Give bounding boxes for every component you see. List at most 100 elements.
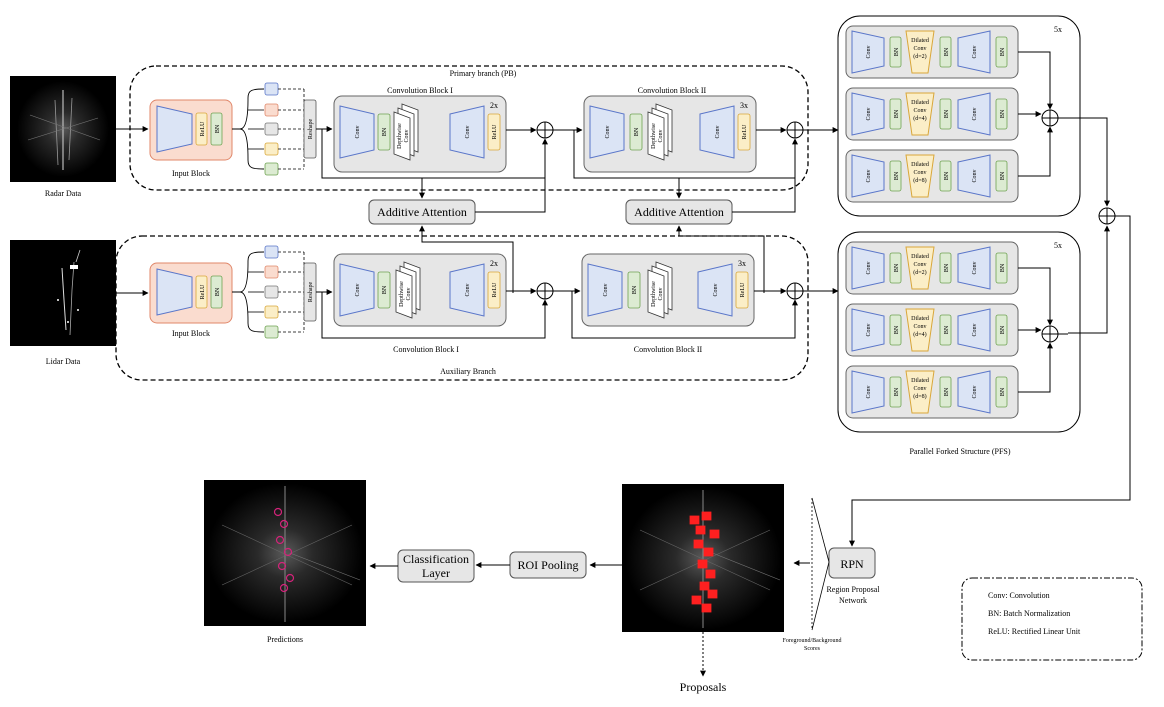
svg-text:Conv: Conv: [605, 125, 611, 138]
svg-text:Conv: Conv: [913, 386, 926, 392]
svg-text:Conv: Conv: [972, 107, 978, 120]
svg-text:Conv: Conv: [658, 129, 664, 142]
lidar-data-label: Lidar Data: [46, 357, 81, 366]
pb-conv-block-2-label: Convolution Block II: [638, 86, 707, 95]
svg-text:Depthwise: Depthwise: [399, 281, 405, 307]
svg-text:Dilated: Dilated: [911, 378, 929, 384]
svg-text:BN: BN: [632, 285, 638, 294]
pb-feature-tokens: Reshape: [248, 82, 317, 176]
ab-conv-block-1-label: Convolution Block I: [393, 345, 459, 354]
legend: Conv: Convolution BN: Batch Normalizatio…: [961, 577, 1143, 661]
radar-data-label: Radar Data: [45, 189, 82, 198]
roi-pooling-box: ROI Pooling: [509, 551, 587, 579]
ab-feature-tokens: Reshape: [248, 245, 317, 339]
svg-text:ROI Pooling: ROI Pooling: [517, 558, 578, 572]
ab-input-block: ReLU BN: [149, 262, 233, 324]
sum-node-icon: [536, 282, 554, 300]
svg-text:BN: BN: [944, 109, 950, 118]
svg-text:Conv: Conv: [972, 261, 978, 274]
svg-text:BN: BN: [215, 124, 221, 133]
pb-conv-block-1-label: Convolution Block I: [387, 86, 453, 95]
pfs-repeat-5x: 5x: [1054, 241, 1062, 250]
svg-text:BN: BN: [894, 47, 900, 56]
additive-attention-2: Additive Attention: [625, 199, 733, 225]
svg-text:Depthwise: Depthwise: [397, 123, 403, 149]
svg-text:BN: BN: [1000, 109, 1006, 118]
svg-text:Conv: Conv: [603, 283, 609, 296]
svg-text:Conv: Conv: [713, 283, 719, 296]
svg-text:BN: BN: [1000, 47, 1006, 56]
svg-text:Conv: Conv: [866, 107, 872, 120]
svg-text:(d=2): (d=2): [913, 269, 926, 276]
svg-text:BN: BN: [1000, 263, 1006, 272]
ab-conv-block-2: Conv BN Depthwise Conv Conv ReLU: [581, 253, 755, 327]
rpn-box: RPN: [828, 547, 876, 579]
predictions-image: [204, 480, 366, 626]
ab-conv-block-1: Conv BN Depthwise Conv Conv ReLU: [333, 253, 507, 327]
svg-text:BN: BN: [894, 325, 900, 334]
fg-bg-line1: Foreground/Background: [783, 638, 842, 644]
svg-text:Depthwise: Depthwise: [651, 281, 657, 307]
svg-text:Conv: Conv: [972, 169, 978, 182]
svg-text:Conv: Conv: [866, 45, 872, 58]
lidar-data-image: [10, 240, 116, 346]
pb-repeat-3x: 3x: [740, 101, 748, 110]
svg-text:Conv: Conv: [913, 108, 926, 114]
svg-text:Conv: Conv: [913, 324, 926, 330]
svg-text:BN: BN: [894, 387, 900, 396]
svg-text:BN: BN: [1000, 387, 1006, 396]
svg-text:(d=8): (d=8): [913, 393, 926, 400]
svg-text:(d=4): (d=4): [913, 115, 926, 122]
svg-text:Additive Attention: Additive Attention: [634, 205, 724, 219]
proposals-label: Proposals: [680, 680, 727, 694]
primary-branch-label: Primary branch (PB): [450, 69, 517, 78]
svg-text:Conv: Conv: [972, 385, 978, 398]
svg-text:Depthwise: Depthwise: [651, 123, 657, 149]
svg-text:Classification: Classification: [403, 552, 469, 566]
svg-text:BN: BN: [894, 171, 900, 180]
svg-text:Conv: Conv: [972, 323, 978, 336]
svg-text:Additive Attention: Additive Attention: [377, 205, 467, 219]
svg-text:BN: BN: [894, 109, 900, 118]
pb-conv-block-2: Conv BN Depthwise Conv Conv ReLU: [583, 95, 757, 173]
svg-text:Conv: Conv: [465, 283, 471, 296]
svg-text:(d=8): (d=8): [913, 177, 926, 184]
classification-layer-box: Classification Layer: [397, 549, 475, 583]
rpn-full-line2: Network: [839, 596, 867, 605]
fg-bg-line2: Scores: [804, 646, 821, 652]
sum-node-icon: [786, 121, 804, 139]
pb-repeat-2x: 2x: [490, 101, 498, 110]
svg-text:BN: BN: [215, 287, 221, 296]
pb-brace: [232, 98, 249, 160]
rpn-full-line1: Region Proposal: [826, 585, 880, 594]
svg-text:BN: BN: [944, 47, 950, 56]
svg-text:(d=2): (d=2): [913, 53, 926, 60]
sum-node-icon: [1098, 207, 1116, 225]
svg-text:Conv: Conv: [913, 170, 926, 176]
svg-text:Reshape: Reshape: [308, 282, 314, 303]
sum-node-icon: [1041, 325, 1059, 343]
svg-text:Dilated: Dilated: [911, 316, 929, 322]
ab-brace: [232, 261, 249, 323]
svg-text:ReLU: ReLU: [742, 124, 748, 139]
legend-item-bn: BN: Batch Normalization: [988, 609, 1070, 618]
svg-text:Conv: Conv: [404, 129, 410, 142]
svg-text:BN: BN: [634, 127, 640, 136]
svg-text:BN: BN: [944, 387, 950, 396]
sum-node-icon: [536, 121, 554, 139]
svg-text:ReLU: ReLU: [200, 284, 206, 299]
svg-text:BN: BN: [382, 285, 388, 294]
pb-conv-block-1: Conv BN Depthwise Conv Conv ReLU: [333, 95, 507, 173]
legend-item-relu: ReLU: Rectified Linear Unit: [988, 627, 1081, 636]
svg-text:Conv: Conv: [866, 169, 872, 182]
pfs-label: Parallel Forked Structure (PFS): [909, 447, 1010, 456]
svg-text:(d=4): (d=4): [913, 331, 926, 338]
pfs-repeat-5x: 5x: [1054, 25, 1062, 34]
svg-text:Conv: Conv: [913, 46, 926, 52]
